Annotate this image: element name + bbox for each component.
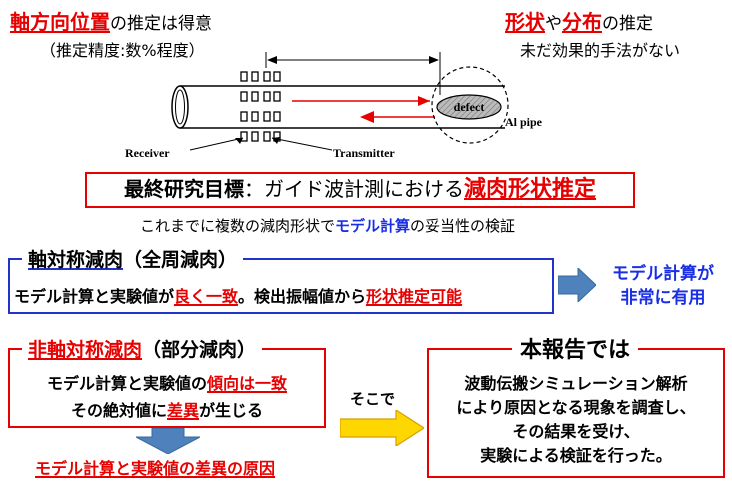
nonaxisymmetric-line2: その絶対値に差異が生じる xyxy=(8,397,326,421)
axisymmetric-title: 軸対称減肉 xyxy=(28,249,124,271)
axisymmetric-result: モデル計算が 非常に有用 xyxy=(598,262,728,310)
top-right-subtext: 未だ効果的手法がない xyxy=(520,41,681,60)
nonaxisymmetric-line1: モデル計算と実験値の傾向は一致 xyxy=(8,370,326,394)
axisymmetric-box xyxy=(8,258,554,314)
pipe-diagram: defect Al pipe Receiver Transmitter xyxy=(125,52,543,160)
report-line1: 波動伝搬シミュレーション解析 xyxy=(464,374,688,393)
axisym-result-line1: モデル計算が xyxy=(612,264,714,284)
top-right-heading: 形状や分布の推定 xyxy=(505,6,653,35)
therefore-arrow xyxy=(340,410,424,446)
axisym-text-1: モデル計算と実験値が xyxy=(14,287,175,306)
pipe-material-label: Al pipe xyxy=(505,115,543,129)
verification-line: これまでに複数の減肉形状でモデル計算の妥当性の検証 xyxy=(140,215,515,236)
shape-label: 形状 xyxy=(505,10,545,34)
transmitter-label: Transmitter xyxy=(333,146,395,160)
distribution-label: 分布 xyxy=(562,10,602,34)
research-goal-text: 最終研究目標：ガイド波計測における減肉形状推定 xyxy=(85,174,635,205)
axisymmetric-result-arrow xyxy=(558,268,596,302)
axisym-text-3: 。検出振幅値から xyxy=(238,287,367,306)
axisymmetric-tab: 軸対称減肉（全周減肉） xyxy=(22,245,244,272)
nonaxisym-l2a: その絶対値に xyxy=(70,401,167,420)
top-left-subtext: （推定精度:数%程度） xyxy=(40,41,205,60)
axial-position-rest: の推定は得意 xyxy=(110,14,212,34)
report-text: 波動伝搬シミュレーション解析 により原因となる現象を調査し、 その結果を受け、 … xyxy=(427,372,725,468)
top-left-heading: 軸方向位置の推定は得意 xyxy=(10,6,212,35)
pipe-body xyxy=(171,85,505,129)
nonaxisym-l1b: 傾向は一致 xyxy=(207,374,288,393)
distance-dimension xyxy=(265,52,441,95)
defect-marker: defect xyxy=(431,66,509,144)
research-goal-colon: ： xyxy=(243,177,264,201)
nonaxisym-l2c: が生じる xyxy=(199,401,264,420)
report-line4: 実験による検証を行った。 xyxy=(480,446,672,465)
top-right-connector: や xyxy=(545,14,562,34)
wave-arrows xyxy=(292,96,435,123)
transmitter-sensors xyxy=(263,71,281,142)
therefore-label: そこで xyxy=(350,390,396,408)
verification-pre: これまでに複数の減肉形状で xyxy=(140,217,336,235)
cause-down-arrow xyxy=(136,428,200,454)
research-goal-highlight: 減肉形状推定 xyxy=(463,177,596,202)
report-box xyxy=(427,348,725,478)
report-tab: 本報告では xyxy=(512,332,639,364)
difference-cause: モデル計算と実験値の差異の原因 xyxy=(35,459,276,478)
report-line2: により原因となる現象を調査し、 xyxy=(456,398,696,417)
research-goal-middle: ガイド波計測における xyxy=(263,177,464,201)
axisym-text-2: 良く一致 xyxy=(174,287,239,306)
axisym-text-4: 形状推定可能 xyxy=(366,287,463,306)
nonaxisym-l2b: 差異 xyxy=(166,401,199,420)
nonaxisymmetric-tab: 非軸対称減肉（部分減肉） xyxy=(22,335,263,362)
research-goal-box xyxy=(85,172,635,208)
receiver-label: Receiver xyxy=(125,146,170,160)
verification-model: モデル計算 xyxy=(335,217,411,235)
axial-position-label: 軸方向位置 xyxy=(10,10,110,34)
callout-lines xyxy=(189,137,333,151)
axisym-result-line2: 非常に有用 xyxy=(620,288,706,308)
receiver-sensors xyxy=(240,71,259,142)
verification-post: の妥当性の検証 xyxy=(410,217,516,235)
axisymmetric-text: モデル計算と実験値が良く一致。検出振幅値から形状推定可能 xyxy=(14,283,462,307)
axisymmetric-subtitle: （全周減肉） xyxy=(123,249,238,271)
nonaxisymmetric-subtitle: （部分減肉） xyxy=(142,339,257,361)
defect-label: defect xyxy=(454,100,485,114)
nonaxisymmetric-title: 非軸対称減肉 xyxy=(28,339,143,361)
nonaxisym-l1a: モデル計算と実験値の xyxy=(46,374,207,393)
research-goal-prefix: 最終研究目標 xyxy=(123,177,244,201)
top-right-estimate: の推定 xyxy=(602,14,653,34)
report-line3: その結果を受け、 xyxy=(512,422,640,441)
